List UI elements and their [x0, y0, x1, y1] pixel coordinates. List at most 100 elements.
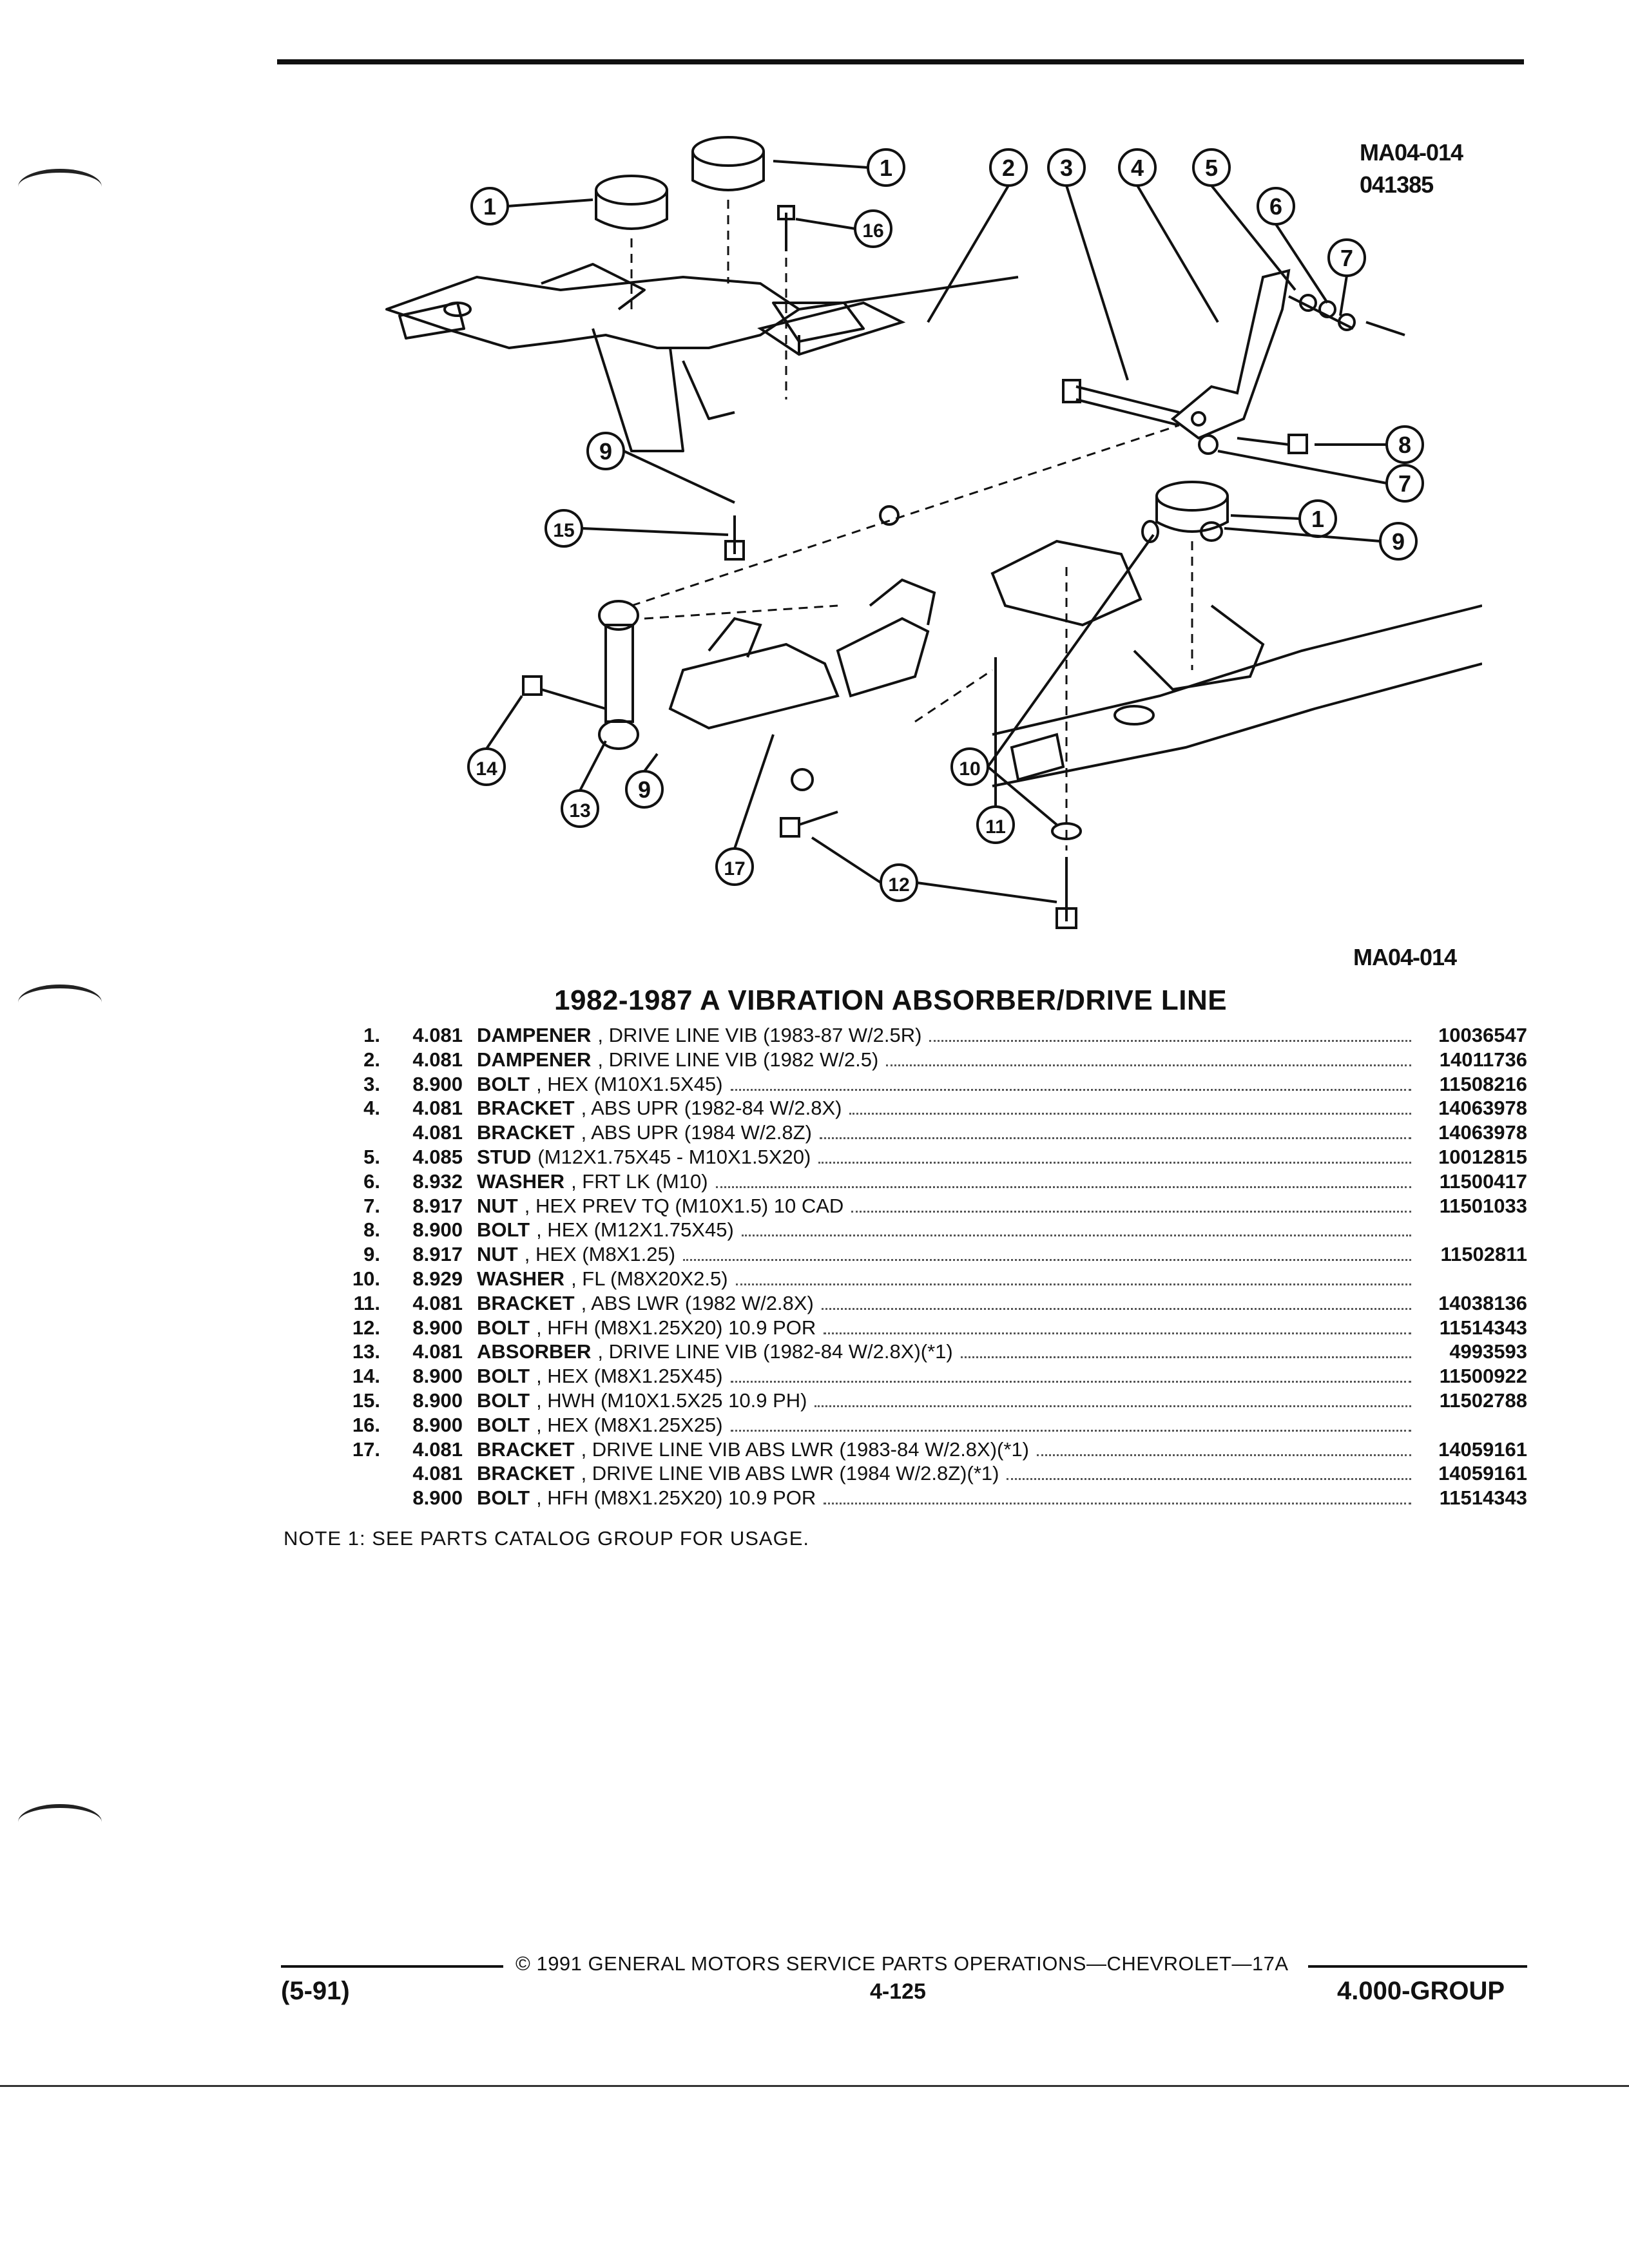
footer-copyright: © 1991 GENERAL MOTORS SERVICE PARTS OPER… — [516, 1952, 1289, 1975]
item-number: 1. — [363, 1024, 380, 1046]
leader-dots — [735, 1283, 1411, 1285]
part-name: BOLT — [477, 1413, 530, 1436]
leader-dots — [730, 1088, 1411, 1091]
footer-group: 4.000-GROUP — [1337, 1977, 1505, 2005]
bolt-15 — [724, 515, 745, 561]
part-number: 14059161 — [1438, 1437, 1527, 1461]
callouts — [467, 148, 1424, 903]
parts-row: 4. 4.081 BRACKET, ABS UPR (1982-84 W/2.8X)… — [348, 1096, 1527, 1120]
part-number: 4993593 — [1449, 1340, 1527, 1363]
part-name: DAMPENER — [477, 1024, 592, 1046]
part-detail: , DRIVE LINE VIB ABS LWR (1983-84 W/2.8X… — [581, 1437, 1030, 1461]
part-number: 11508216 — [1439, 1072, 1527, 1095]
part-description: BOLT, HEX (M12X1.75X45) — [477, 1218, 1418, 1242]
item-number: 11. — [353, 1291, 380, 1314]
callout-label: 12 — [888, 874, 909, 896]
part-number — [1418, 1267, 1527, 1291]
part-number: 11514343 — [1439, 1486, 1527, 1510]
dampener-1c — [1155, 481, 1229, 533]
part-number: 14011736 — [1439, 1048, 1527, 1071]
group-number: 4.081 — [412, 1048, 463, 1071]
part-detail: , DRIVE LINE VIB (1982-84 W/2.8X)(*1) — [597, 1340, 953, 1363]
callout-label: 10 — [959, 758, 980, 780]
lower-bracket-11 — [836, 578, 936, 698]
lower-bracket-17 — [668, 617, 840, 730]
group-number: 8.900 — [412, 1072, 463, 1095]
part-name: WASHER — [477, 1169, 565, 1193]
leader-dots — [851, 1210, 1411, 1213]
callout-label: 11 — [985, 816, 1006, 838]
group-number: 4.085 — [412, 1145, 463, 1168]
part-name: BOLT — [477, 1316, 530, 1339]
absorber-13 — [598, 600, 639, 750]
group-number: 4.081 — [412, 1097, 463, 1120]
part-name: NUT — [477, 1243, 518, 1266]
footer-rule-right — [1308, 1965, 1527, 1968]
item-number: 15. — [352, 1389, 380, 1412]
item-number: 5. — [363, 1145, 380, 1168]
part-detail: , DRIVE LINE VIB (1982 W/2.5) — [597, 1048, 879, 1071]
part-number: 11501033 — [1439, 1194, 1527, 1217]
part-description: BRACKET, DRIVE LINE VIB ABS LWR (1983-84… — [477, 1437, 1418, 1462]
item-number: 3. — [363, 1072, 380, 1095]
group-number: 8.900 — [412, 1413, 463, 1436]
part-name: BOLT — [477, 1389, 530, 1412]
part-name: BOLT — [477, 1486, 530, 1510]
leader-dots — [683, 1259, 1411, 1262]
leader-dots — [1037, 1454, 1411, 1456]
part-description: BRACKET, ABS LWR (1982 W/2.8X) — [477, 1291, 1418, 1316]
group-number: 4.081 — [412, 1340, 463, 1363]
leader-dots — [960, 1356, 1411, 1359]
bolt-14 — [522, 675, 606, 710]
part-description: BRACKET, DRIVE LINE VIB ABS LWR (1984 W/… — [477, 1461, 1418, 1486]
callout-label: 14 — [476, 758, 497, 780]
part-number: 14063978 — [1438, 1097, 1527, 1120]
part-name: BRACKET — [477, 1097, 575, 1120]
part-number — [1418, 1218, 1527, 1242]
part-description: BOLT, HEX (M8X1.25X25) — [477, 1413, 1418, 1437]
part-description: WASHER, FL (M8X20X2.5) — [477, 1267, 1418, 1291]
leader-dots — [741, 1235, 1411, 1237]
group-number: 4.081 — [412, 1291, 463, 1314]
bolt-3 — [1062, 379, 1180, 427]
bolt-12-left — [780, 811, 838, 838]
callout-label: 8 — [1398, 432, 1411, 458]
page-title: 1982-1987 A VIBRATION ABSORBER/DRIVE LIN… — [554, 985, 1228, 1016]
callout-label: 15 — [553, 520, 574, 541]
part-name: BRACKET — [477, 1462, 575, 1485]
part-description: BOLT, HEX (M8X1.25X45) — [477, 1364, 1418, 1389]
leader-dots — [849, 1113, 1411, 1115]
bolt-12-right — [1055, 857, 1077, 929]
dampener-1a — [595, 175, 668, 230]
part-detail: , HEX (M8X1.25) — [524, 1243, 676, 1266]
binder-hole-mark — [18, 169, 102, 205]
item-number — [348, 1461, 380, 1486]
part-detail: , FRT LK (M10) — [571, 1169, 708, 1193]
item-number: 2. — [363, 1048, 380, 1071]
item-number: 4. — [363, 1097, 380, 1120]
part-description: BOLT, HFH (M8X1.25X20) 10.9 POR — [477, 1316, 1418, 1340]
footer-date: (5-91) — [281, 1977, 350, 2005]
callout-label: 17 — [724, 858, 745, 879]
callout-label: 5 — [1205, 155, 1218, 181]
bottom-rule — [0, 2085, 1629, 2087]
group-number: 8.900 — [412, 1218, 463, 1242]
part-description: BRACKET, ABS UPR (1982-84 W/2.8X) — [477, 1096, 1418, 1120]
group-number: 8.917 — [412, 1194, 463, 1217]
leader-dots — [730, 1429, 1411, 1432]
part-detail: , ABS UPR (1984 W/2.8Z) — [581, 1121, 812, 1144]
leader-dots — [886, 1064, 1411, 1066]
part-number: 11502788 — [1439, 1389, 1527, 1412]
item-number: 12. — [352, 1316, 380, 1339]
part-description: DAMPENER, DRIVE LINE VIB (1983-87 W/2.5R… — [477, 1023, 1418, 1048]
part-description: WASHER, FRT LK (M10) — [477, 1169, 1418, 1194]
callout-label: 6 — [1269, 193, 1282, 220]
part-name: WASHER — [477, 1267, 565, 1290]
